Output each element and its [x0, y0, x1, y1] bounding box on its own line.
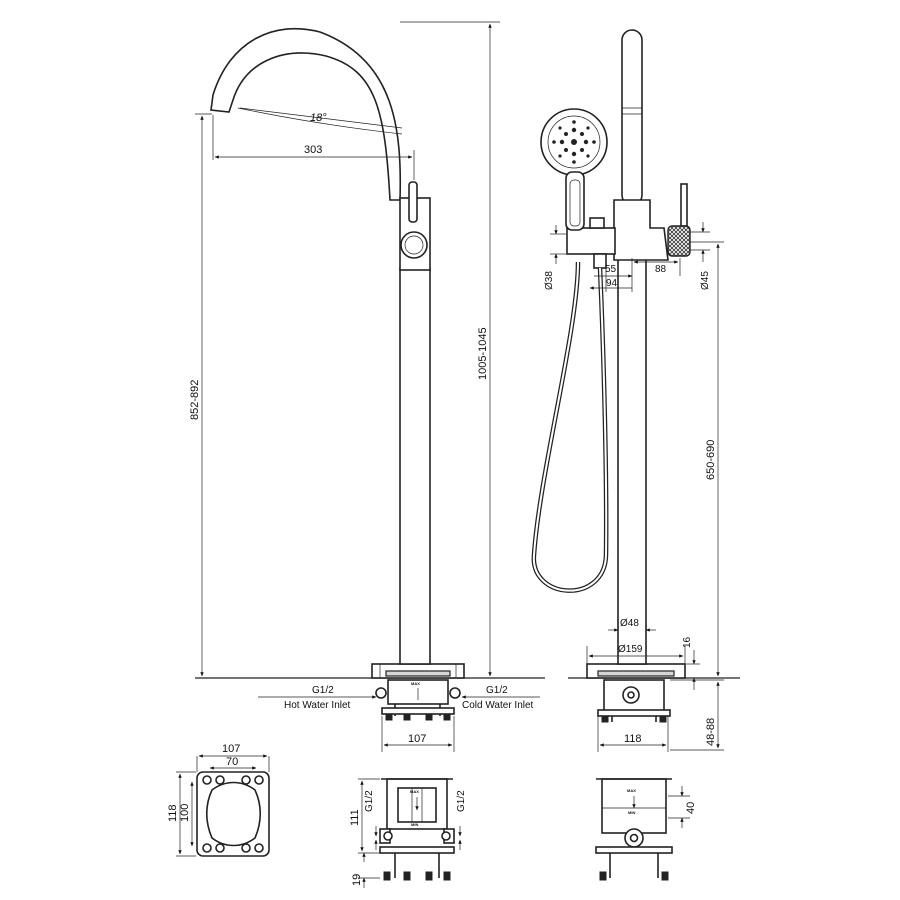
hot-inlet-label: Hot Water Inlet: [284, 700, 351, 711]
mounting-box-front-view: MAX MIN 111 G1/2 G1/2 19: [349, 778, 467, 888]
front-view-faucet: 18° 303 852-892 1005-1045 MAX: [189, 21, 545, 752]
dim-top-70: 70: [226, 756, 238, 768]
dim-overall-height: 1005-1045: [477, 327, 489, 380]
svg-text:MIN: MIN: [628, 810, 635, 815]
dim-d159: Ø159: [618, 644, 643, 655]
dim-top-107: 107: [222, 743, 240, 755]
column-side: [617, 255, 647, 665]
mounting-box-front-small: MAX: [375, 679, 461, 721]
svg-text:MAX: MAX: [627, 788, 636, 793]
cold-inlet-thread: G1/2: [486, 685, 508, 696]
dim-spout-angle: 18°: [310, 112, 327, 124]
dim-front-g-right: G1/2: [456, 790, 467, 812]
svg-text:MIN: MIN: [411, 822, 418, 827]
diverter-body: [566, 227, 616, 255]
shower-hose: [531, 261, 609, 593]
mounting-box-side-small: [597, 679, 671, 723]
mounting-box-top-view: 107 70 118 100: [167, 743, 270, 857]
dim-d48: Ø48: [620, 618, 639, 629]
dim-box-width-side: 118: [624, 733, 642, 745]
dim-top-118: 118: [167, 804, 179, 822]
dim-650-690: 650-690: [705, 440, 717, 480]
cold-inlet-label: Cold Water Inlet: [462, 700, 534, 711]
dim-55: 55: [605, 264, 617, 275]
dim-spout-reach: 303: [304, 144, 322, 156]
dim-top-100: 100: [179, 804, 191, 822]
dim-box-width-front: 107: [408, 733, 426, 745]
spout-front: [210, 27, 402, 201]
dim-d45: Ø45: [700, 271, 711, 290]
dim-front-g-left: G1/2: [364, 790, 375, 812]
dim-side-40: 40: [685, 802, 697, 814]
knurled-handle: [667, 225, 691, 257]
dim-88: 88: [655, 264, 667, 275]
dim-d38: Ø38: [544, 271, 555, 290]
svg-text:MAX: MAX: [411, 681, 420, 686]
column-front: [399, 267, 431, 665]
dim-94: 94: [606, 278, 618, 289]
hand-shower: [540, 108, 608, 231]
mounting-box-side-view: MAX MIN 40: [595, 778, 697, 881]
lever-front: [408, 181, 418, 223]
dim-front-19: 19: [351, 874, 363, 886]
svg-text:MAX: MAX: [410, 789, 419, 794]
side-view-faucet: Ø38 55 94 88 Ø45 650-690 Ø48 Ø159 16: [531, 29, 740, 752]
dim-16: 16: [682, 636, 693, 648]
hot-inlet-thread: G1/2: [312, 685, 334, 696]
dim-48-88: 48-88: [705, 718, 717, 746]
dim-front-111: 111: [349, 809, 361, 826]
dim-spout-height: 852-892: [189, 380, 201, 420]
upper-pipe-side: [621, 29, 643, 206]
